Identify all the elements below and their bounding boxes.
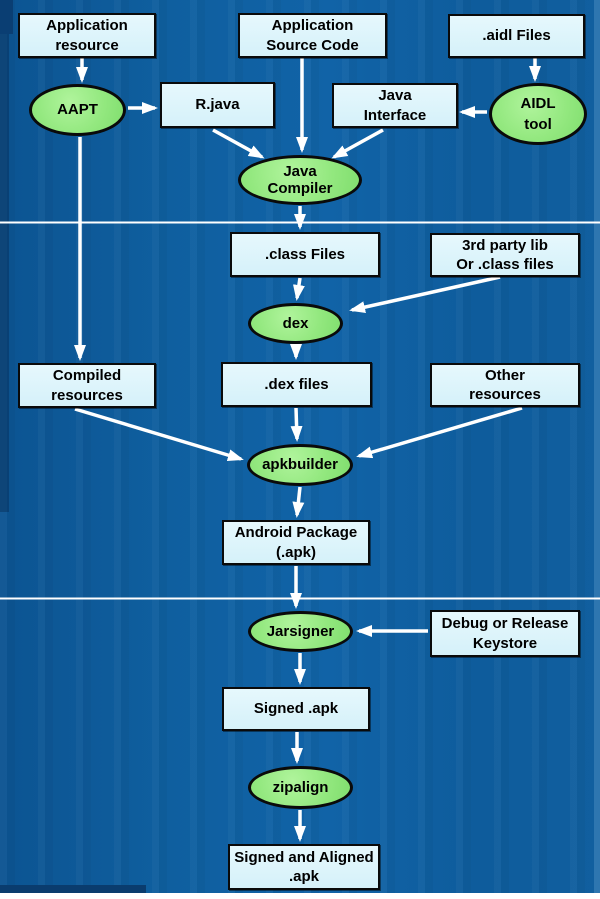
node-label: .dex files: [264, 375, 329, 393]
node-label: resource: [55, 36, 119, 54]
node-label: Keystore: [472, 634, 538, 652]
node-label: Compiled: [52, 367, 122, 385]
arrow-compiled-resources-to-apkbuilder: [74, 407, 244, 461]
node-application-resource: Application resource: [18, 13, 156, 58]
node-java-interface: Java Interface: [332, 83, 458, 128]
right-edge-light-strip: [594, 0, 600, 899]
bottom-left-dark-bar: [0, 885, 146, 894]
node-label: dex: [282, 314, 309, 332]
arrow-dex-files-to-apkbuilder: [290, 407, 303, 442]
node-label: .apk: [288, 868, 319, 886]
node-label: R.java: [195, 96, 240, 114]
node-label: Interface: [363, 106, 427, 124]
node-zipalign-tool: zipalign: [248, 766, 353, 809]
node-jarsigner-tool: Jarsigner: [248, 611, 353, 652]
node-aidl-files: .aidl Files: [448, 14, 585, 58]
node-r-java: R.java: [160, 82, 275, 128]
node-compiled-resources: Compiled resources: [18, 363, 156, 408]
node-dex-files: .dex files: [221, 362, 372, 407]
node-signed-and-aligned-apk: Signed and Aligned .apk: [228, 844, 380, 890]
node-label: AIDL: [520, 94, 556, 112]
arrow-other-resources-to-apkbuilder: [356, 406, 523, 459]
node-label: .aidl Files: [482, 27, 551, 45]
arrow-java-interface-to-java-compiler: [331, 128, 384, 159]
node-label: Application: [46, 17, 128, 35]
node-label: Signed .apk: [253, 700, 339, 718]
node-class-files: .class Files: [230, 232, 380, 277]
node-label: Signed and Aligned: [234, 848, 374, 866]
node-label: Or .class files: [456, 255, 554, 273]
top-left-dark-corner: [0, 0, 13, 34]
node-third-party-lib: 3rd party lib Or .class files: [430, 233, 580, 277]
node-other-resources: Other resources: [430, 363, 580, 407]
node-label: Other: [484, 366, 525, 384]
node-aidl-tool: AIDL tool: [489, 83, 587, 145]
arrow-apkbuilder-to-android-package: [292, 486, 305, 518]
node-label: resources: [51, 386, 123, 404]
node-application-source-code: Application Source Code: [238, 13, 387, 58]
node-label: .class Files: [264, 245, 346, 263]
node-label: Java: [283, 162, 317, 180]
bottom-white-strip: [0, 893, 600, 899]
node-label: zipalign: [272, 778, 329, 796]
node-debug-or-release-keystore: Debug or Release Keystore: [430, 610, 580, 657]
node-label: Java: [378, 87, 412, 105]
node-label: AAPT: [57, 101, 98, 119]
node-label: Debug or Release: [441, 614, 569, 632]
left-edge-dark-strip: [0, 0, 9, 512]
node-signed-apk: Signed .apk: [222, 687, 370, 731]
node-label: Application: [271, 17, 354, 35]
node-label: resources: [469, 385, 541, 403]
node-java-compiler: Java Compiler: [238, 155, 362, 205]
node-label: 3rd party lib: [462, 236, 548, 254]
node-label: Compiler: [267, 180, 333, 198]
node-android-package: Android Package (.apk): [222, 520, 370, 565]
node-label: Source Code: [266, 36, 359, 54]
arrow-class-files-to-dex: [292, 277, 305, 301]
node-label: (.apk): [275, 543, 316, 561]
node-label: Jarsigner: [266, 622, 335, 640]
arrow-r-java-to-java-compiler: [212, 128, 265, 159]
node-dex-tool: dex: [248, 303, 343, 344]
node-label: tool: [524, 116, 552, 134]
node-label: apkbuilder: [262, 456, 338, 474]
node-apkbuilder-tool: apkbuilder: [247, 444, 353, 486]
node-label: Android Package: [234, 524, 358, 542]
node-aapt-tool: AAPT: [29, 84, 126, 136]
arrow-third-party-to-dex: [349, 275, 501, 314]
